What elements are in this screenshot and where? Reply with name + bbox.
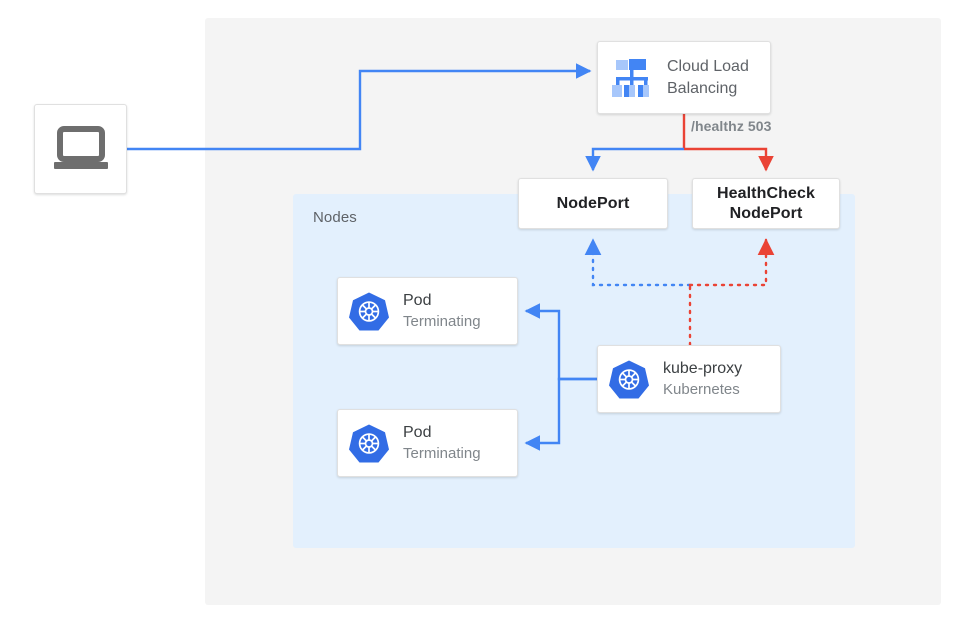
kubernetes-icon: [349, 423, 389, 463]
kube-proxy-subtitle: Kubernetes: [663, 380, 740, 398]
cloud-load-balancing-icon: [609, 56, 655, 100]
healthcheck-nodeport-label-line1: HealthCheck: [716, 184, 816, 202]
kubernetes-icon: [349, 291, 389, 331]
client-node[interactable]: [34, 104, 127, 194]
healthcheck-nodeport-label: HealthCheck NodePort: [717, 184, 815, 224]
pod-node-2-status: Terminating: [403, 444, 481, 462]
pod-node-2[interactable]: Pod Terminating: [337, 409, 518, 477]
healthcheck-nodeport-label-line2: NodePort: [729, 204, 803, 222]
pod-node-1-status: Terminating: [403, 312, 481, 330]
pod-node-1[interactable]: Pod Terminating: [337, 277, 518, 345]
cloud-load-balancing-node[interactable]: Cloud Load Balancing: [597, 41, 771, 114]
nodeport-node[interactable]: NodePort: [518, 178, 668, 229]
pod-node-1-title: Pod: [403, 292, 432, 310]
kube-proxy-node[interactable]: kube-proxy Kubernetes: [597, 345, 781, 413]
pod-node-1-text: Pod Terminating: [403, 291, 481, 331]
cloud-load-balancing-title: Cloud Load Balancing: [667, 57, 749, 97]
kubernetes-icon: [609, 359, 649, 399]
pod-node-2-title: Pod: [403, 424, 432, 442]
nodeport-label: NodePort: [556, 194, 630, 212]
kube-proxy-text: kube-proxy Kubernetes: [663, 359, 742, 399]
kube-proxy-title: kube-proxy: [663, 360, 743, 378]
healthz-edge-label: /healthz 503: [691, 118, 772, 134]
nodes-region-label: Nodes: [313, 209, 357, 226]
healthcheck-nodeport-node[interactable]: HealthCheck NodePort: [692, 178, 840, 229]
pod-node-2-text: Pod Terminating: [403, 423, 481, 463]
cloud-load-balancing-text: Cloud Load Balancing: [667, 56, 763, 99]
laptop-icon: [51, 126, 111, 172]
